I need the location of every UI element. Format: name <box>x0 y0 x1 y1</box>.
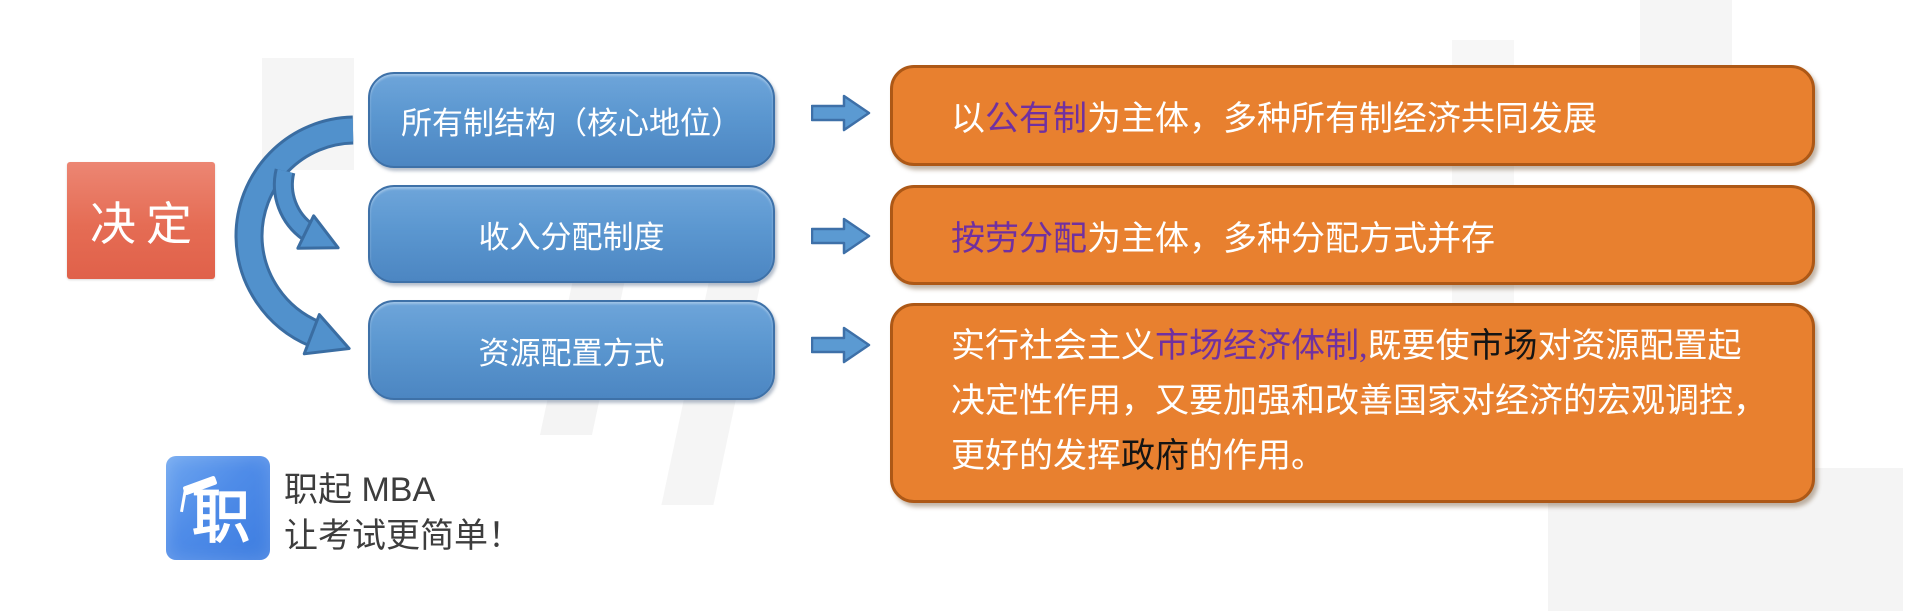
blue-box-ownership: 所有制结构（核心地位） <box>368 72 775 168</box>
zhiqi-logo-icon: 职 <box>166 456 270 560</box>
right-arrow-icon <box>811 217 871 255</box>
blue-box-resource-allocation: 资源配置方式 <box>368 300 775 400</box>
orange-box-market-economy-description: 实行社会主义市场经济体制,既要使市场对资源配置起决定性作用，又要加强和改善国家对… <box>890 303 1815 503</box>
curved-arrow-top-bottom-icon <box>234 115 354 356</box>
orange-box-market-economy-text: 实行社会主义市场经济体制,既要使市场对资源配置起决定性作用，又要加强和改善国家对… <box>951 328 1767 475</box>
orange-box-ownership-text: 以公有制为主体，多种所有制经济共同发展 <box>951 101 1597 138</box>
blue-box-income-distribution-label: 收入分配制度 <box>478 219 665 255</box>
blue-box-resource-allocation-label: 资源配置方式 <box>478 335 665 371</box>
zhiqi-logo-glyph: 职 <box>191 485 250 550</box>
blue-box-ownership-label: 所有制结构（核心地位） <box>401 105 742 141</box>
right-arrow-icon <box>811 94 871 132</box>
brand-slogan: 让考试更简单！ <box>284 517 522 555</box>
decide-box: 决定 <box>67 162 215 279</box>
orange-box-distribution-text: 按劳分配为主体，多种分配方式并存 <box>951 220 1495 258</box>
decide-label: 决定 <box>90 198 202 250</box>
orange-box-distribution-description: 按劳分配为主体，多种分配方式并存 <box>890 185 1815 285</box>
blue-box-income-distribution: 收入分配制度 <box>368 185 775 283</box>
curved-arrows <box>234 115 354 356</box>
right-arrow-icon <box>811 326 871 364</box>
curved-arrow-middle-icon <box>272 168 340 250</box>
graduation-cap-tassel <box>180 488 187 513</box>
brand-name: 职起 MBA <box>284 471 436 509</box>
orange-box-ownership-description: 以公有制为主体，多种所有制经济共同发展 <box>890 65 1815 166</box>
